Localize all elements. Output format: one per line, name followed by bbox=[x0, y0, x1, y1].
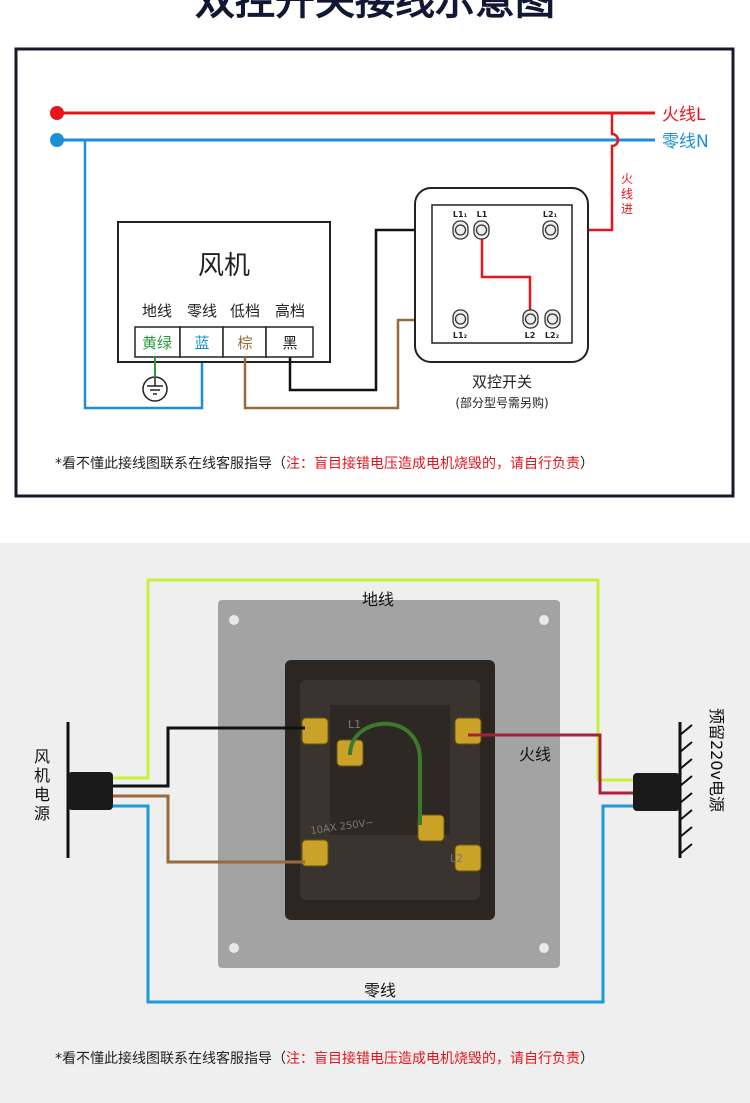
live-wire bbox=[468, 733, 636, 795]
fan-power-label: 源 bbox=[34, 804, 50, 823]
reserved-power-label: 预留220v电源 bbox=[707, 708, 726, 812]
fan-wire-label: 低档 bbox=[230, 302, 260, 320]
fan-terminal-neutral bbox=[179, 326, 224, 358]
terminal-label: 蓝 bbox=[194, 334, 209, 352]
wall-hatch-icon bbox=[679, 724, 693, 855]
fan-terminal-ground bbox=[134, 326, 181, 358]
brown-wire bbox=[112, 794, 305, 864]
page-title: 双控开关接线示意图 bbox=[195, 0, 555, 24]
fan-power-label: 电 bbox=[34, 785, 50, 804]
live-in-label: 进 bbox=[621, 202, 633, 216]
power-cable-plug bbox=[633, 773, 680, 811]
fan-wire-label: 零线 bbox=[187, 302, 217, 320]
black-wire bbox=[112, 726, 305, 788]
neutral-label: 零线 bbox=[364, 981, 396, 1000]
switch-print: L2 bbox=[450, 852, 463, 865]
live-terminal-dot bbox=[50, 106, 64, 120]
ground-icon bbox=[142, 376, 168, 402]
fan-title: 风机 bbox=[198, 251, 250, 281]
terminal-label: 棕 bbox=[237, 334, 252, 352]
live-in-label: 火 bbox=[621, 172, 633, 186]
screw-terminal-icon bbox=[452, 220, 561, 329]
ground-label: 地线 bbox=[362, 590, 394, 609]
fan-cable-plug bbox=[68, 772, 113, 810]
fan-power-label: 风 bbox=[34, 747, 50, 766]
terminal-label: L1 bbox=[477, 210, 488, 219]
switch-subtitle: (部分型号需另购) bbox=[455, 395, 548, 410]
neutral-label: 零线N bbox=[662, 132, 709, 152]
fan-neutral-wire bbox=[83, 140, 204, 410]
live-in-label: 线 bbox=[621, 187, 633, 201]
terminal-label: L2₁ bbox=[543, 210, 558, 219]
switch-internal-wire bbox=[480, 238, 532, 312]
live-in-wire bbox=[558, 113, 620, 232]
fan-power-label: 机 bbox=[34, 766, 50, 785]
terminal-label: 黑 bbox=[282, 334, 297, 352]
ground-wire bbox=[112, 578, 636, 782]
neutral-wire bbox=[112, 804, 636, 1004]
bottom-note: *看不懂此接线图联系在线客服指导（注：盲目接错电压造成电机烧毁的，请自行负责） bbox=[55, 1050, 594, 1067]
switch-title: 双控开关 bbox=[472, 373, 532, 391]
top-note: *看不懂此接线图联系在线客服指导（注：盲目接错电压造成电机烧毁的，请自行负责） bbox=[55, 455, 594, 472]
switch-photo: L1 L2 10AX 250V~ bbox=[218, 600, 560, 968]
fan-terminal-high bbox=[265, 326, 314, 358]
live-label: 火线L bbox=[662, 105, 706, 125]
terminal-label: L1₂ bbox=[453, 331, 468, 340]
live-label: 火线 bbox=[519, 745, 551, 764]
terminal-label: L2₂ bbox=[545, 331, 560, 340]
neutral-terminal-dot bbox=[50, 133, 64, 147]
terminal-label: L1₁ bbox=[453, 210, 468, 219]
fan-wire-label: 高档 bbox=[275, 302, 305, 320]
high-speed-wire bbox=[288, 228, 455, 392]
switch-print: L1 bbox=[348, 718, 361, 731]
terminal-label: 黄绿 bbox=[142, 334, 172, 352]
fan-wire-label: 地线 bbox=[142, 302, 172, 320]
terminal-label: L2 bbox=[525, 331, 536, 340]
